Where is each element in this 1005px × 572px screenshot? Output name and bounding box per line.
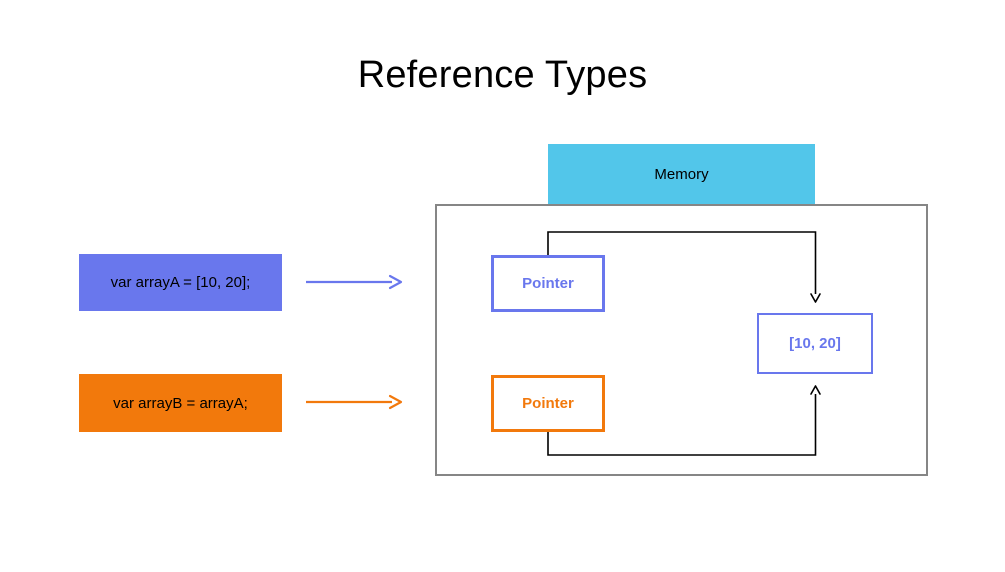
pointer-box-array-b: Pointer	[491, 375, 605, 432]
declaration-array-b-label: var arrayB = arrayA;	[113, 394, 248, 412]
memory-container	[435, 204, 928, 476]
value-box-label: [10, 20]	[789, 335, 841, 352]
blue-link-arrow	[306, 274, 403, 290]
pointer-box-array-b-label: Pointer	[522, 395, 574, 412]
value-box: [10, 20]	[757, 313, 873, 374]
pointer-box-array-a-label: Pointer	[522, 275, 574, 292]
memory-header: Memory	[548, 144, 815, 205]
declaration-array-b-box: var arrayB = arrayA;	[79, 374, 282, 432]
orange-link-arrow	[306, 394, 403, 410]
declaration-array-a-box: var arrayA = [10, 20];	[79, 254, 282, 311]
pointer-box-array-a: Pointer	[491, 255, 605, 312]
declaration-array-a-label: var arrayA = [10, 20];	[110, 274, 251, 291]
page-title: Reference Types	[357, 54, 648, 96]
memory-header-label: Memory	[654, 166, 709, 183]
